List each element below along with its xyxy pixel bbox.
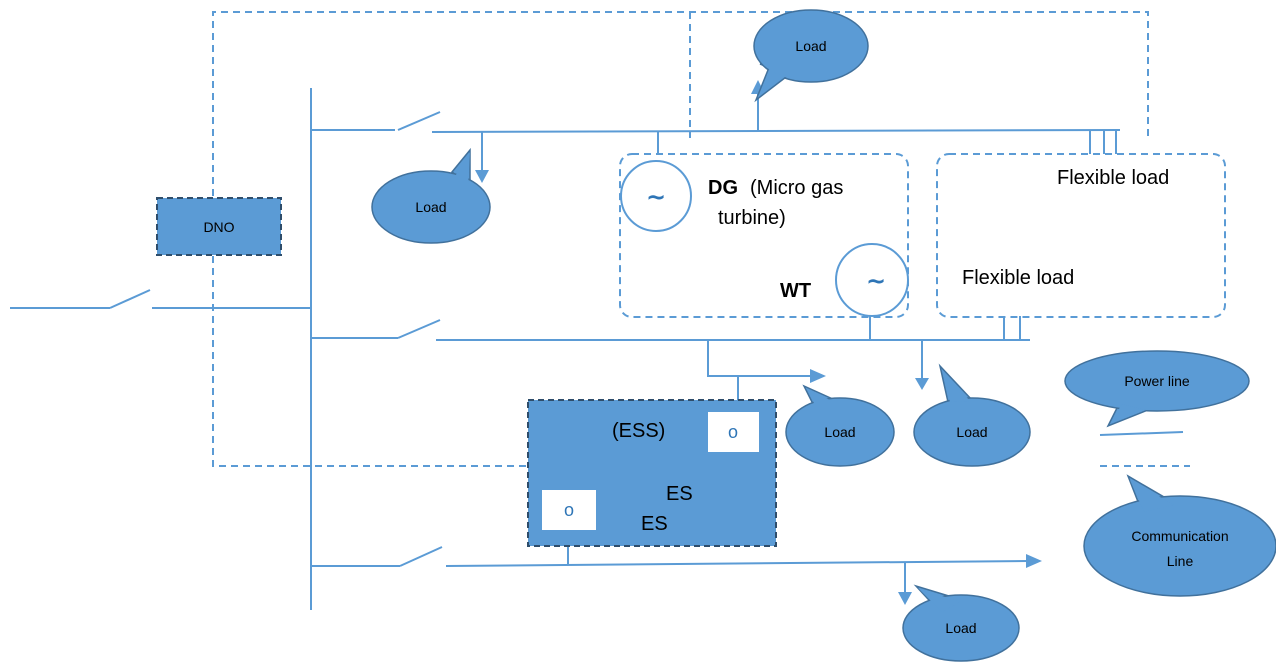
load-label-mid-1: Load	[824, 424, 855, 440]
load-label-left: Load	[415, 199, 446, 215]
feeder-1-switch	[397, 111, 441, 131]
communication-lines	[212, 11, 1149, 467]
es-unit-2	[542, 490, 596, 530]
feeder-3	[311, 546, 1042, 605]
legend-communication-line-label-2: Line	[1167, 553, 1194, 569]
es-unit-1	[708, 412, 759, 452]
load-label-bottom: Load	[945, 620, 976, 636]
incoming-switch	[109, 289, 151, 309]
ess-group: (ESS) o o ES ES	[527, 399, 777, 547]
dg-label-bold: DG	[708, 177, 738, 199]
comm-line-top	[212, 11, 1149, 196]
dg-group: ~ DG (Micro gas turbine) ~ WT	[619, 153, 909, 318]
es-unit-1-icon: o	[728, 422, 738, 442]
feeder-3-switch	[399, 546, 443, 567]
wt-tilde-icon: ~	[866, 267, 886, 295]
flexible-load-label-1: Flexible load	[1057, 167, 1169, 189]
load-bubble-mid-1: Load	[785, 384, 895, 467]
dg-tilde-icon: ~	[646, 183, 666, 211]
legend-power-line-sample	[1099, 431, 1184, 436]
incoming-feeder	[10, 289, 311, 309]
dno-label: DNO	[203, 219, 234, 235]
dg-generator-symbol	[620, 160, 692, 232]
load-label-mid-2: Load	[956, 424, 987, 440]
load-bubble-mid-2: Load	[913, 363, 1031, 467]
legend-power-line-bubble: Power line	[1064, 350, 1250, 428]
es-label-2: ES	[641, 513, 668, 535]
feeder-1	[311, 80, 1121, 183]
legend: Power line Communication Line	[1064, 350, 1276, 597]
flexible-load-group: Flexible load Flexible load	[936, 153, 1226, 318]
legend-power-line-label: Power line	[1124, 373, 1190, 389]
feeder-2-switch	[397, 319, 441, 339]
feeder-2	[311, 316, 1030, 400]
legend-communication-line-label-1: Communication	[1131, 528, 1228, 544]
load-label-top: Load	[795, 38, 826, 54]
wt-generator-symbol	[835, 243, 909, 317]
legend-communication-line-bubble: Communication Line	[1083, 474, 1276, 597]
wt-label: WT	[780, 280, 811, 302]
dg-label-line2: turbine)	[718, 207, 786, 229]
load-bubble-bottom: Load	[902, 584, 1020, 662]
dno-node: DNO	[156, 197, 282, 256]
ess-label: (ESS)	[612, 420, 665, 442]
load-bubble-left: Load	[371, 147, 491, 244]
comm-line-dno-ess	[212, 232, 528, 467]
load-bubble-top: Load	[753, 9, 869, 103]
es-unit-2-icon: o	[564, 500, 574, 520]
es-label-1: ES	[666, 483, 693, 505]
dg-label-line1: (Micro gas	[750, 177, 843, 199]
flexible-load-label-2: Flexible load	[962, 267, 1074, 289]
